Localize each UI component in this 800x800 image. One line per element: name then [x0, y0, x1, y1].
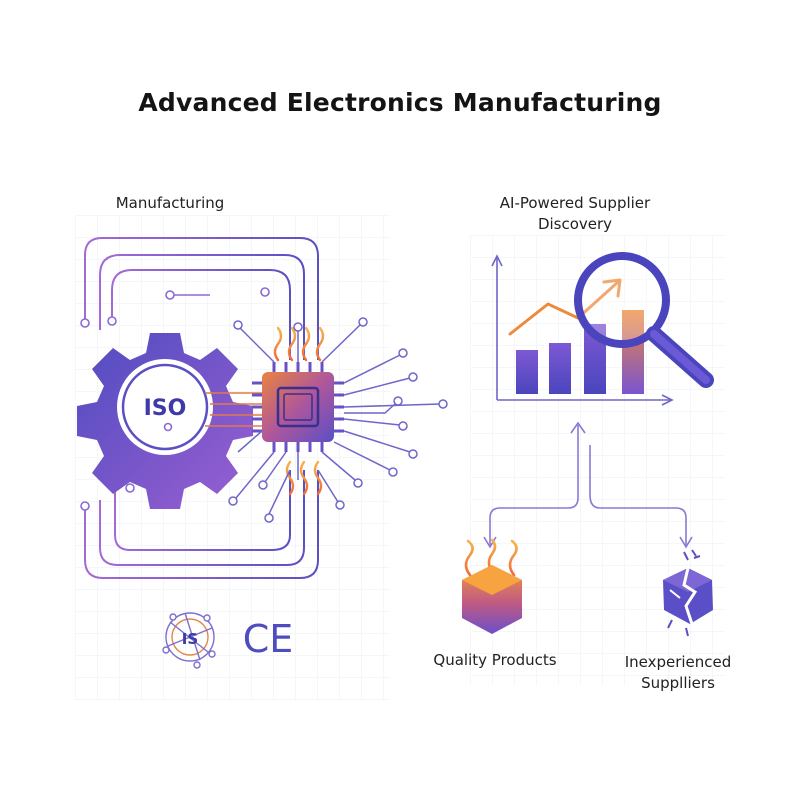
outcome-right-line1: Inexperienced	[624, 653, 732, 671]
broken-cube-icon	[663, 549, 713, 637]
inexperienced-suppliers-label: Inexperienced Supplliers	[608, 652, 748, 694]
flow-arrows	[483, 421, 693, 549]
gear-chip-traces	[205, 392, 262, 427]
supplier-heading-line1: AI-Powered Supplier	[499, 194, 651, 212]
outcome-right-line2: Supplliers	[641, 674, 715, 692]
heat-flames-bottom	[285, 460, 323, 496]
quality-products-label: Quality Products	[433, 651, 557, 669]
chart-axes	[491, 254, 674, 406]
circuit-loops	[84, 237, 319, 579]
magnifier-icon	[574, 252, 714, 388]
certificate-icon	[165, 612, 215, 662]
page-title: Advanced Electronics Manufacturing	[138, 88, 662, 117]
supplier-discovery-heading: AI-Powered Supplier Discovery	[470, 193, 680, 235]
supplier-heading-line2: Discovery	[537, 215, 613, 233]
iso-badge-text: ISO	[144, 396, 187, 421]
gear-icon	[77, 333, 253, 509]
ce-mark-icon: CE	[243, 617, 294, 661]
chip-pins	[252, 362, 344, 452]
trend-arrow-icon	[508, 278, 622, 336]
cert-badge-text: IS	[182, 630, 198, 648]
heat-flames-top	[273, 326, 325, 362]
cube-icon	[462, 538, 522, 634]
trace-terminals	[228, 317, 448, 523]
manufacturing-heading: Manufacturing	[115, 194, 225, 212]
chip-traces	[235, 324, 441, 499]
chip-icon	[262, 372, 334, 442]
